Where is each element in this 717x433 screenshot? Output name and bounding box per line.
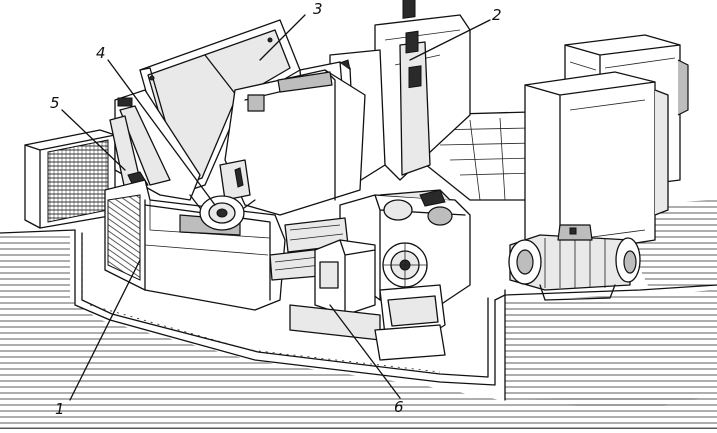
leader-3 (259, 14, 306, 61)
callout-6: 6 (394, 398, 404, 416)
callout-4: 4 (96, 44, 106, 62)
electric-motor (508, 224, 641, 301)
leader-5 (61, 109, 126, 171)
leader-4 (107, 59, 216, 206)
inclined-housing (219, 69, 366, 216)
callout-5: 5 (50, 94, 60, 112)
callout-3: 3 (313, 0, 323, 18)
coupling-wheel (189, 194, 256, 231)
callout-2: 2 (492, 6, 502, 24)
reducer-unit (289, 239, 446, 361)
leader-2 (409, 19, 491, 61)
leader-1 (69, 259, 141, 401)
callout-1: 1 (55, 400, 65, 418)
leader-6 (329, 304, 401, 399)
right-cabinets (524, 34, 689, 256)
foundation-pit (74, 229, 717, 401)
left-arm (109, 89, 201, 201)
left-cabinet (24, 129, 116, 229)
leader-lines (61, 14, 491, 401)
